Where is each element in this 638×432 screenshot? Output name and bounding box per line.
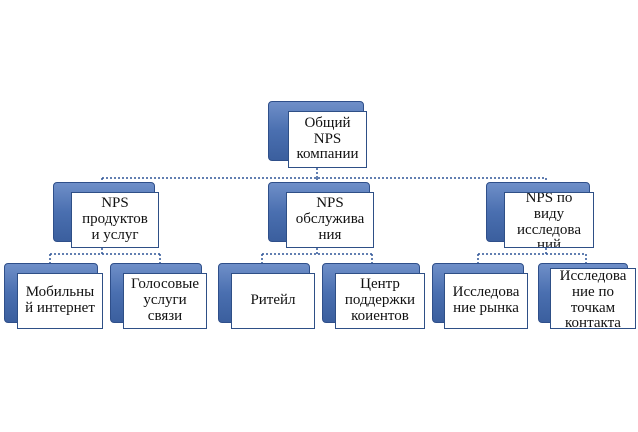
node-retail-label: Ритейл [250, 292, 296, 309]
node-research: NPS по виду исследова ний [486, 182, 598, 250]
node-mobile-label: Мобильны й интернет [25, 284, 95, 316]
node-root: Общий NPS компании [268, 101, 372, 169]
node-service-label: NPS обслужива ния [295, 195, 365, 243]
node-touchpoints: Исследова ние по точкам контакта [538, 263, 636, 331]
node-touchpoints-label: Исследова ние по точкам контакта [559, 268, 627, 329]
node-market: Исследова ние рынка [432, 263, 532, 331]
node-service: NPS обслужива ния [268, 182, 378, 250]
node-mobile: Мобильны й интернет [4, 263, 106, 331]
node-market-label: Исследова ние рынка [452, 284, 520, 316]
node-support-label: Центр поддержки коиентов [344, 276, 416, 324]
node-retail: Ритейл [218, 263, 318, 331]
node-voice: Голосовые услуги связи [110, 263, 210, 331]
node-products: NPS продуктов и услуг [53, 182, 163, 250]
node-research-label: NPS по виду исследова ний [517, 192, 581, 248]
node-products-label: NPS продуктов и услуг [82, 195, 148, 243]
node-root-label: Общий NPS компании [296, 114, 359, 163]
node-support: Центр поддержки коиентов [322, 263, 428, 331]
node-voice-label: Голосовые услуги связи [131, 276, 199, 324]
